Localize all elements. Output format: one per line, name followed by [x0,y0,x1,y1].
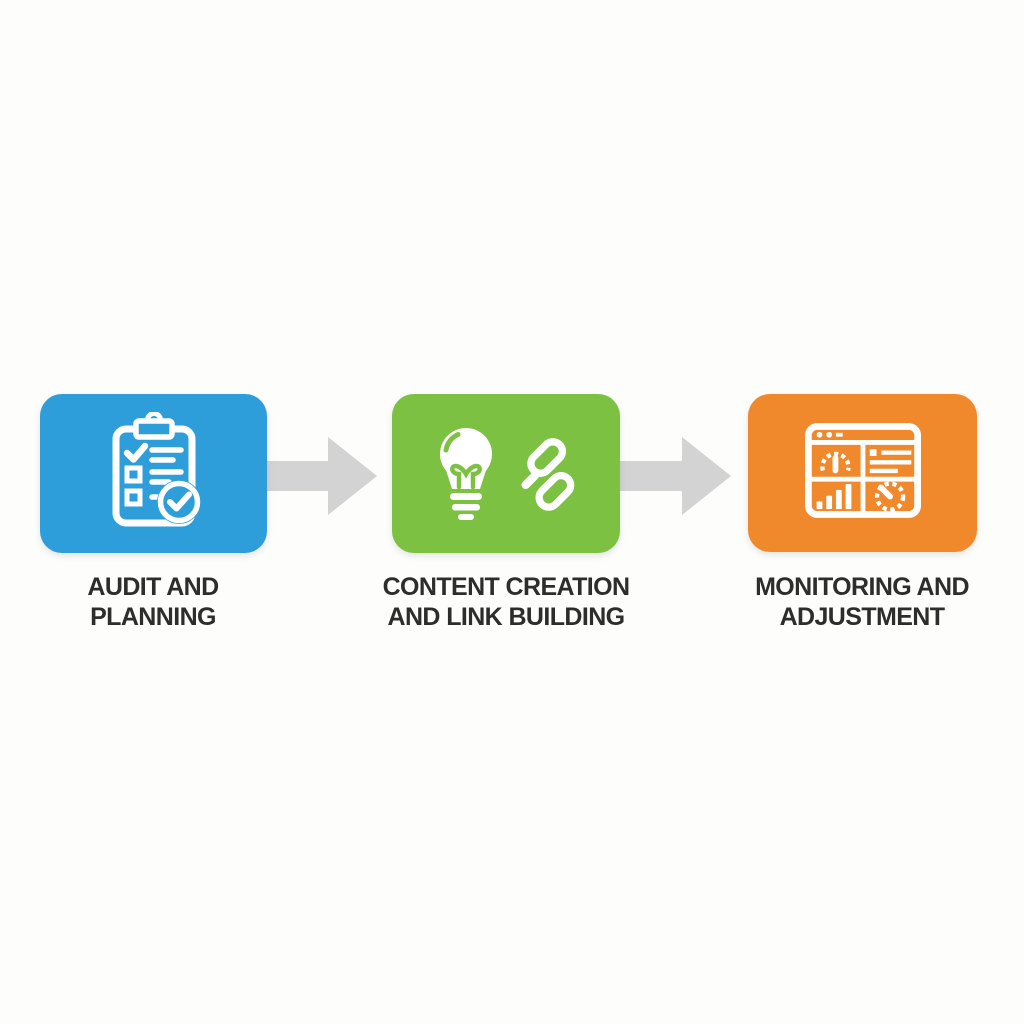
clipboard-checklist-icon [105,411,203,535]
lightbulb-icon [440,427,492,520]
chain-link-icon [521,437,575,511]
step-box-content-link-building [392,394,620,553]
analytics-dashboard-icon [804,423,921,523]
lightbulb-and-chain-link-icon [437,427,575,521]
flow-arrow-1 [258,437,377,515]
step-label-line: CONTENT CREATION [382,573,630,601]
step-box-audit-planning [40,394,267,553]
step-label-content-link-building: CONTENT CREATION AND LINK BUILDING [346,572,666,632]
step-label-line: MONITORING AND [755,573,969,601]
step-label-line: ADJUSTMENT [779,603,945,631]
step-label-line: AND LINK BUILDING [387,603,625,631]
step-label-monitoring-adjustment: MONITORING AND ADJUSTMENT [702,572,1022,632]
step-label-audit-planning: AUDIT AND PLANNING [0,572,313,632]
flow-arrow-2 [612,437,731,515]
step-label-line: PLANNING [90,603,216,631]
step-box-monitoring-adjustment [748,394,977,552]
step-label-line: AUDIT AND [87,573,219,601]
